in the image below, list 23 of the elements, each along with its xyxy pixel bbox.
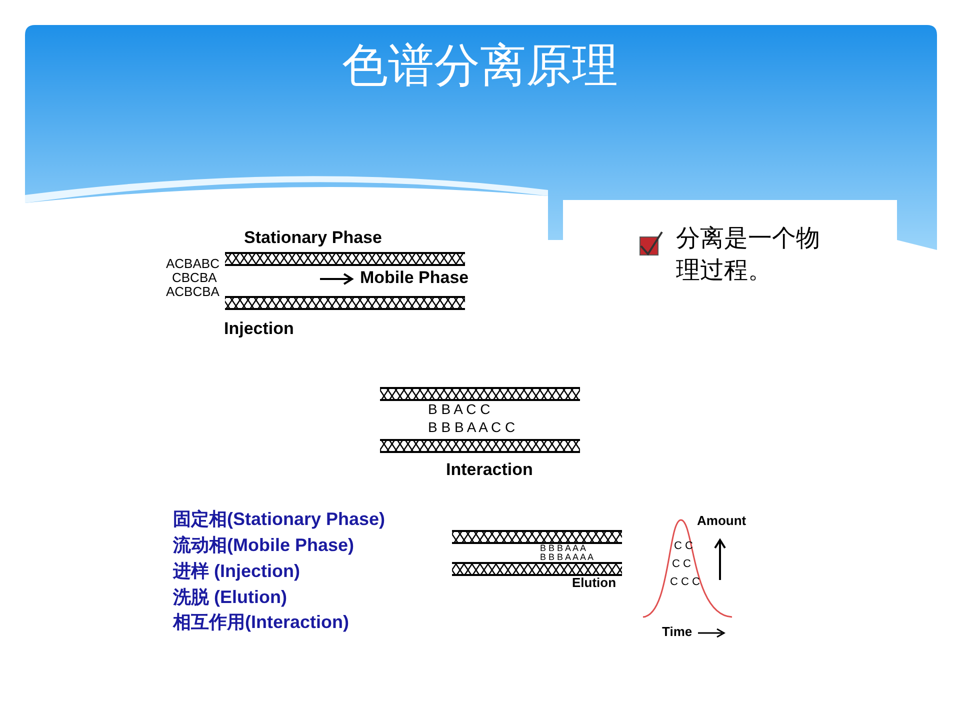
axis-label: Amount xyxy=(697,514,746,528)
phase-label: Mobile Phase xyxy=(360,269,469,288)
sample-letters: B B A C C xyxy=(428,402,490,418)
stage-label: Interaction xyxy=(446,461,533,480)
sample-letters: C C xyxy=(672,558,691,570)
sample-letters: ACBABC xyxy=(166,257,220,272)
bullet-text: 分离是一个物理过程。 xyxy=(676,223,821,286)
sample-letters: CBCBA xyxy=(172,271,217,286)
phase-label: Stationary Phase xyxy=(244,229,382,248)
sample-letters: B B B A A C C xyxy=(428,420,516,436)
stage-label: Injection xyxy=(224,320,294,339)
sample-letters: B B B A A A xyxy=(540,544,586,554)
sample-letters: B B B A A A A xyxy=(540,553,594,563)
sample-letters: C C C xyxy=(670,576,700,588)
stage-label: Elution xyxy=(572,576,616,590)
legend-text: 进样 (Injection) xyxy=(173,562,300,582)
legend-text: 流动相(Mobile Phase) xyxy=(173,536,354,556)
axis-label: Time xyxy=(662,625,692,640)
sample-letters: ACBCBA xyxy=(166,285,220,300)
legend-text: 洗脱 (Elution) xyxy=(173,588,287,608)
legend-text: 相互作用(Interaction) xyxy=(173,613,350,633)
slide-title: 色谱分离原理 xyxy=(341,40,619,91)
legend-text: 固定相(Stationary Phase) xyxy=(173,510,386,530)
